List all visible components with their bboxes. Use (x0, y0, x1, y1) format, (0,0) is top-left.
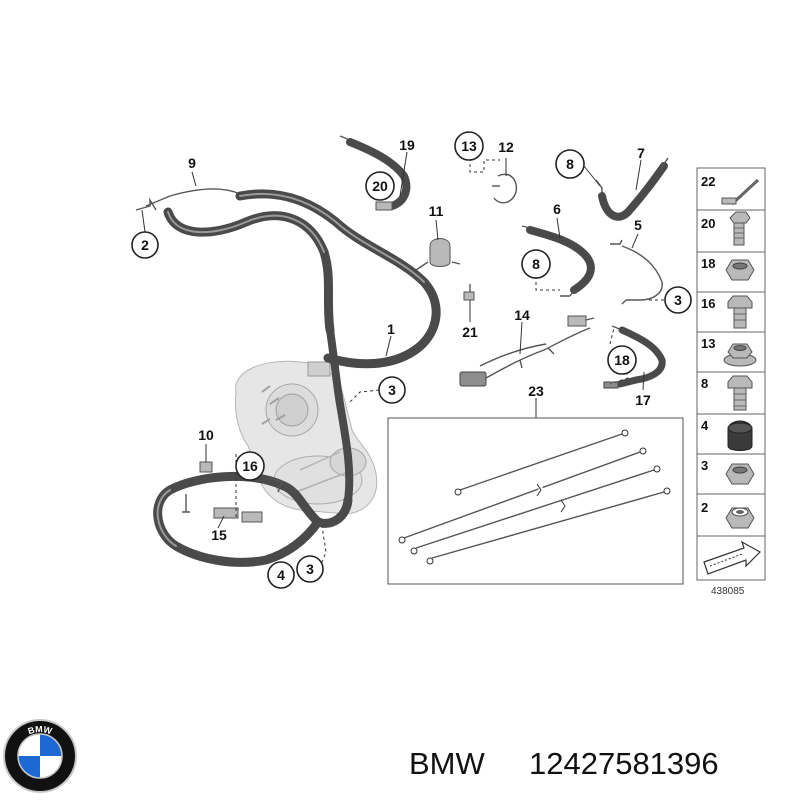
callout-16: 16 (242, 458, 258, 474)
alternator-starter-assembly (235, 360, 378, 515)
battery-cable-1 (235, 189, 441, 504)
callout-circle-3-right (664, 286, 692, 314)
legend-number-22: 22 (701, 174, 715, 189)
callout-circle-16 (235, 451, 265, 481)
callout-10: 10 (198, 427, 214, 443)
fastener-21 (463, 284, 475, 301)
protective-cap-icon (727, 420, 753, 451)
callout-17: 17 (635, 392, 651, 408)
legend-number-2: 2 (701, 500, 708, 515)
legend-number-16: 16 (701, 296, 715, 311)
hex-bolt-icon (727, 375, 753, 411)
callout-3-right: 3 (674, 292, 682, 308)
callout-circle-18 (607, 345, 637, 375)
callout-20: 20 (372, 178, 388, 194)
ground-strap-19 (339, 135, 411, 211)
callout-5: 5 (634, 217, 642, 233)
bmw-logo: BMW (3, 719, 77, 793)
callout-circle-8-mid (521, 249, 551, 279)
callout-3-mid: 3 (388, 382, 396, 398)
callout-circle-3-mid (378, 376, 406, 404)
caption-part-number: 12427581396 (529, 746, 719, 781)
legend-number-4: 4 (701, 418, 709, 433)
callout-13: 13 (461, 138, 477, 154)
callout-7: 7 (637, 145, 645, 161)
battery-cable-9 (135, 188, 335, 335)
ground-strap-6 (521, 225, 595, 297)
harness-14 (459, 315, 595, 387)
screw-icon (729, 211, 751, 246)
battery-cable-4 (153, 471, 353, 567)
hex-bolt-icon (727, 295, 753, 329)
callout-circle-20 (365, 171, 395, 201)
callout-circle-3-bottom (296, 555, 324, 583)
wire-12 (492, 173, 518, 204)
callout-circle-13 (454, 131, 484, 161)
cable-clip-11 (415, 238, 461, 271)
callout-21: 21 (462, 324, 478, 340)
cable-set-23-box (387, 417, 684, 585)
callout-11: 11 (429, 203, 444, 219)
callout-circle-4 (267, 561, 295, 589)
legend-number-20: 20 (701, 216, 715, 231)
legend-number-3: 3 (701, 458, 708, 473)
callout-1: 1 (387, 321, 395, 337)
callout-circle-8-top (555, 149, 585, 179)
callout-9: 9 (188, 155, 196, 171)
hex-nut-icon (725, 259, 755, 281)
callout-6: 6 (553, 201, 561, 217)
reference-number: 438085 (711, 586, 745, 597)
leader-lines (141, 151, 664, 573)
callout-18: 18 (614, 352, 630, 368)
ground-stud-icon (721, 178, 760, 206)
callout-12: 12 (498, 139, 514, 155)
hardware-legend: 22 20 18 16 13 (696, 167, 766, 581)
legend-number-8: 8 (701, 376, 708, 391)
bmw-logo-text: BMW (27, 724, 54, 736)
callout-circle-2 (131, 231, 159, 259)
callout-15: 15 (211, 527, 227, 543)
hex-nut-icon (725, 463, 755, 485)
callout-2: 2 (141, 237, 149, 253)
self-locking-nut-icon (725, 507, 755, 529)
callout-8-mid: 8 (532, 256, 540, 272)
flange-nut-icon (723, 343, 757, 367)
callout-23: 23 (528, 383, 544, 399)
callouts: 19 20 9 2 13 12 8 7 11 6 5 8 3 21 14 1 1… (131, 131, 692, 589)
callout-8-top: 8 (566, 156, 574, 172)
ground-strap-7 (595, 157, 669, 221)
fastener-10 (199, 461, 213, 473)
direction-arrow-icon (703, 540, 761, 575)
callout-19: 19 (399, 137, 415, 153)
caption-brand: BMW (409, 746, 486, 781)
legend-number-13: 13 (701, 336, 715, 351)
legend-number-18: 18 (701, 256, 715, 271)
callout-14: 14 (514, 307, 530, 323)
ground-strap-5 (610, 239, 663, 305)
callout-3-bottom: 3 (306, 561, 314, 577)
callout-4: 4 (277, 567, 285, 583)
